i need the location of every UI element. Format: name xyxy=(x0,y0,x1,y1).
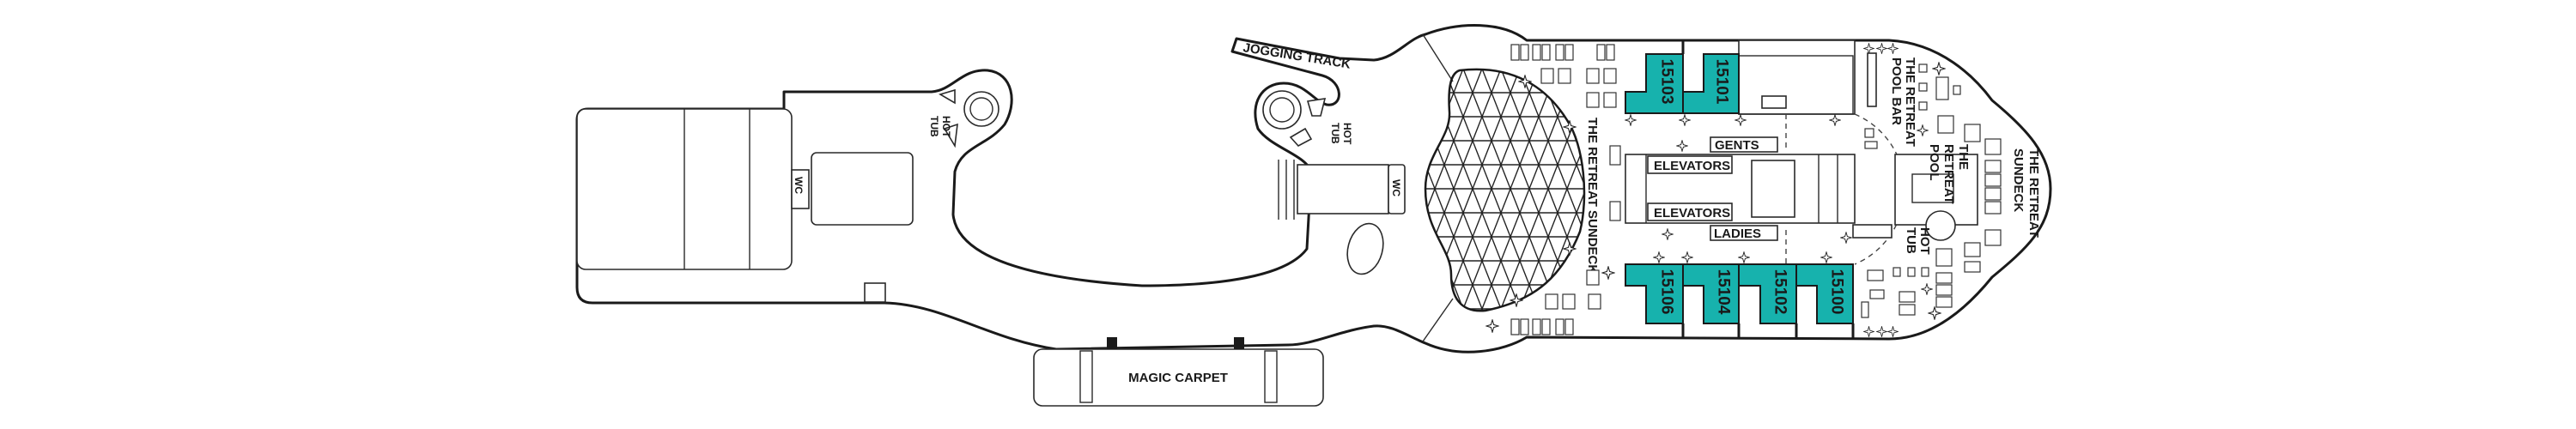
stair xyxy=(1761,95,1787,109)
wc-mid-label: WC xyxy=(1390,179,1402,196)
cabin-number: 15104 xyxy=(1715,269,1733,315)
cabin-number: 15103 xyxy=(1658,59,1676,105)
hot-tub-retreat[interactable] xyxy=(1925,210,1956,241)
cabin-15100[interactable] xyxy=(1795,263,1854,324)
magic-carpet-label: MAGIC CARPET xyxy=(1128,371,1228,385)
elevators-lower[interactable] xyxy=(1647,202,1733,221)
mid-wc[interactable] xyxy=(1388,164,1406,214)
wc-aft-label: WC xyxy=(793,177,805,194)
retreat-pool-label: THE RETREAT POOL xyxy=(1927,144,1971,208)
mid-service-block xyxy=(1297,164,1389,214)
cabin-number: 15100 xyxy=(1828,269,1846,315)
stairwell xyxy=(1751,160,1795,218)
hot-tub-retreat-label: HOT TUB xyxy=(1904,227,1932,258)
vent-grille xyxy=(864,282,886,303)
forward-furniture xyxy=(1861,63,2002,318)
elevators-upper[interactable] xyxy=(1647,155,1733,174)
aft-wc[interactable] xyxy=(791,169,810,209)
magic-carpet[interactable] xyxy=(1033,348,1324,407)
hot-tub-mid-label: HOT TUB xyxy=(1329,123,1353,148)
cabin-15101[interactable] xyxy=(1682,53,1740,114)
hot-tub-aft-label: HOT TUB xyxy=(928,116,952,141)
hot-tub-steps xyxy=(1306,98,1327,117)
sundeck-boundary xyxy=(1422,298,1454,342)
gents-restroom[interactable] xyxy=(1710,136,1778,153)
cabin-number: 15102 xyxy=(1771,269,1789,315)
sundeck-boundary xyxy=(1422,33,1454,82)
hot-tub-steps xyxy=(943,123,958,148)
gents-label: GENTS xyxy=(1715,138,1759,153)
magic-carpet-rail xyxy=(1079,350,1093,403)
hot-tub-mid-inner xyxy=(1269,97,1295,123)
retreat-pool-bar-service xyxy=(1738,39,1856,115)
retreat-sundeck-fwd-label: THE RETREAT SUNDECK xyxy=(2011,148,2041,241)
ladies-label: LADIES xyxy=(1714,227,1761,241)
whirlpool xyxy=(1346,222,1384,275)
elevators-lower-label: ELEVATORS xyxy=(1654,206,1730,221)
hot-tub-mid[interactable] xyxy=(1262,90,1302,130)
sundeck-loungers xyxy=(1510,44,1621,335)
aft-service-room xyxy=(811,152,914,226)
pool-bar-counter[interactable] xyxy=(1867,52,1877,107)
pool-inner xyxy=(1911,173,1954,203)
hot-tub-steps xyxy=(1289,127,1313,148)
magic-carpet-hinge xyxy=(1107,337,1117,349)
cabin-number: 15101 xyxy=(1713,59,1731,105)
ladies-restroom[interactable] xyxy=(1710,225,1778,241)
elevators-upper-label: ELEVATORS xyxy=(1654,159,1730,173)
magic-carpet-hinge xyxy=(1234,337,1244,349)
hot-tub-steps xyxy=(939,88,956,105)
retreat-pool-bar-label: THE RETREAT POOL BAR xyxy=(1889,57,1917,150)
pool-steps xyxy=(1852,224,1893,239)
magic-carpet-rail xyxy=(1264,350,1278,403)
cabin-number: 15106 xyxy=(1658,269,1676,315)
hot-tub-aft-inner xyxy=(969,97,993,121)
retreat-sundeck-mid-label: THE RETREAT SUNDECK xyxy=(1585,118,1600,274)
glass-dome-lattice xyxy=(1424,68,1586,312)
hot-tub-aft[interactable] xyxy=(963,91,999,127)
